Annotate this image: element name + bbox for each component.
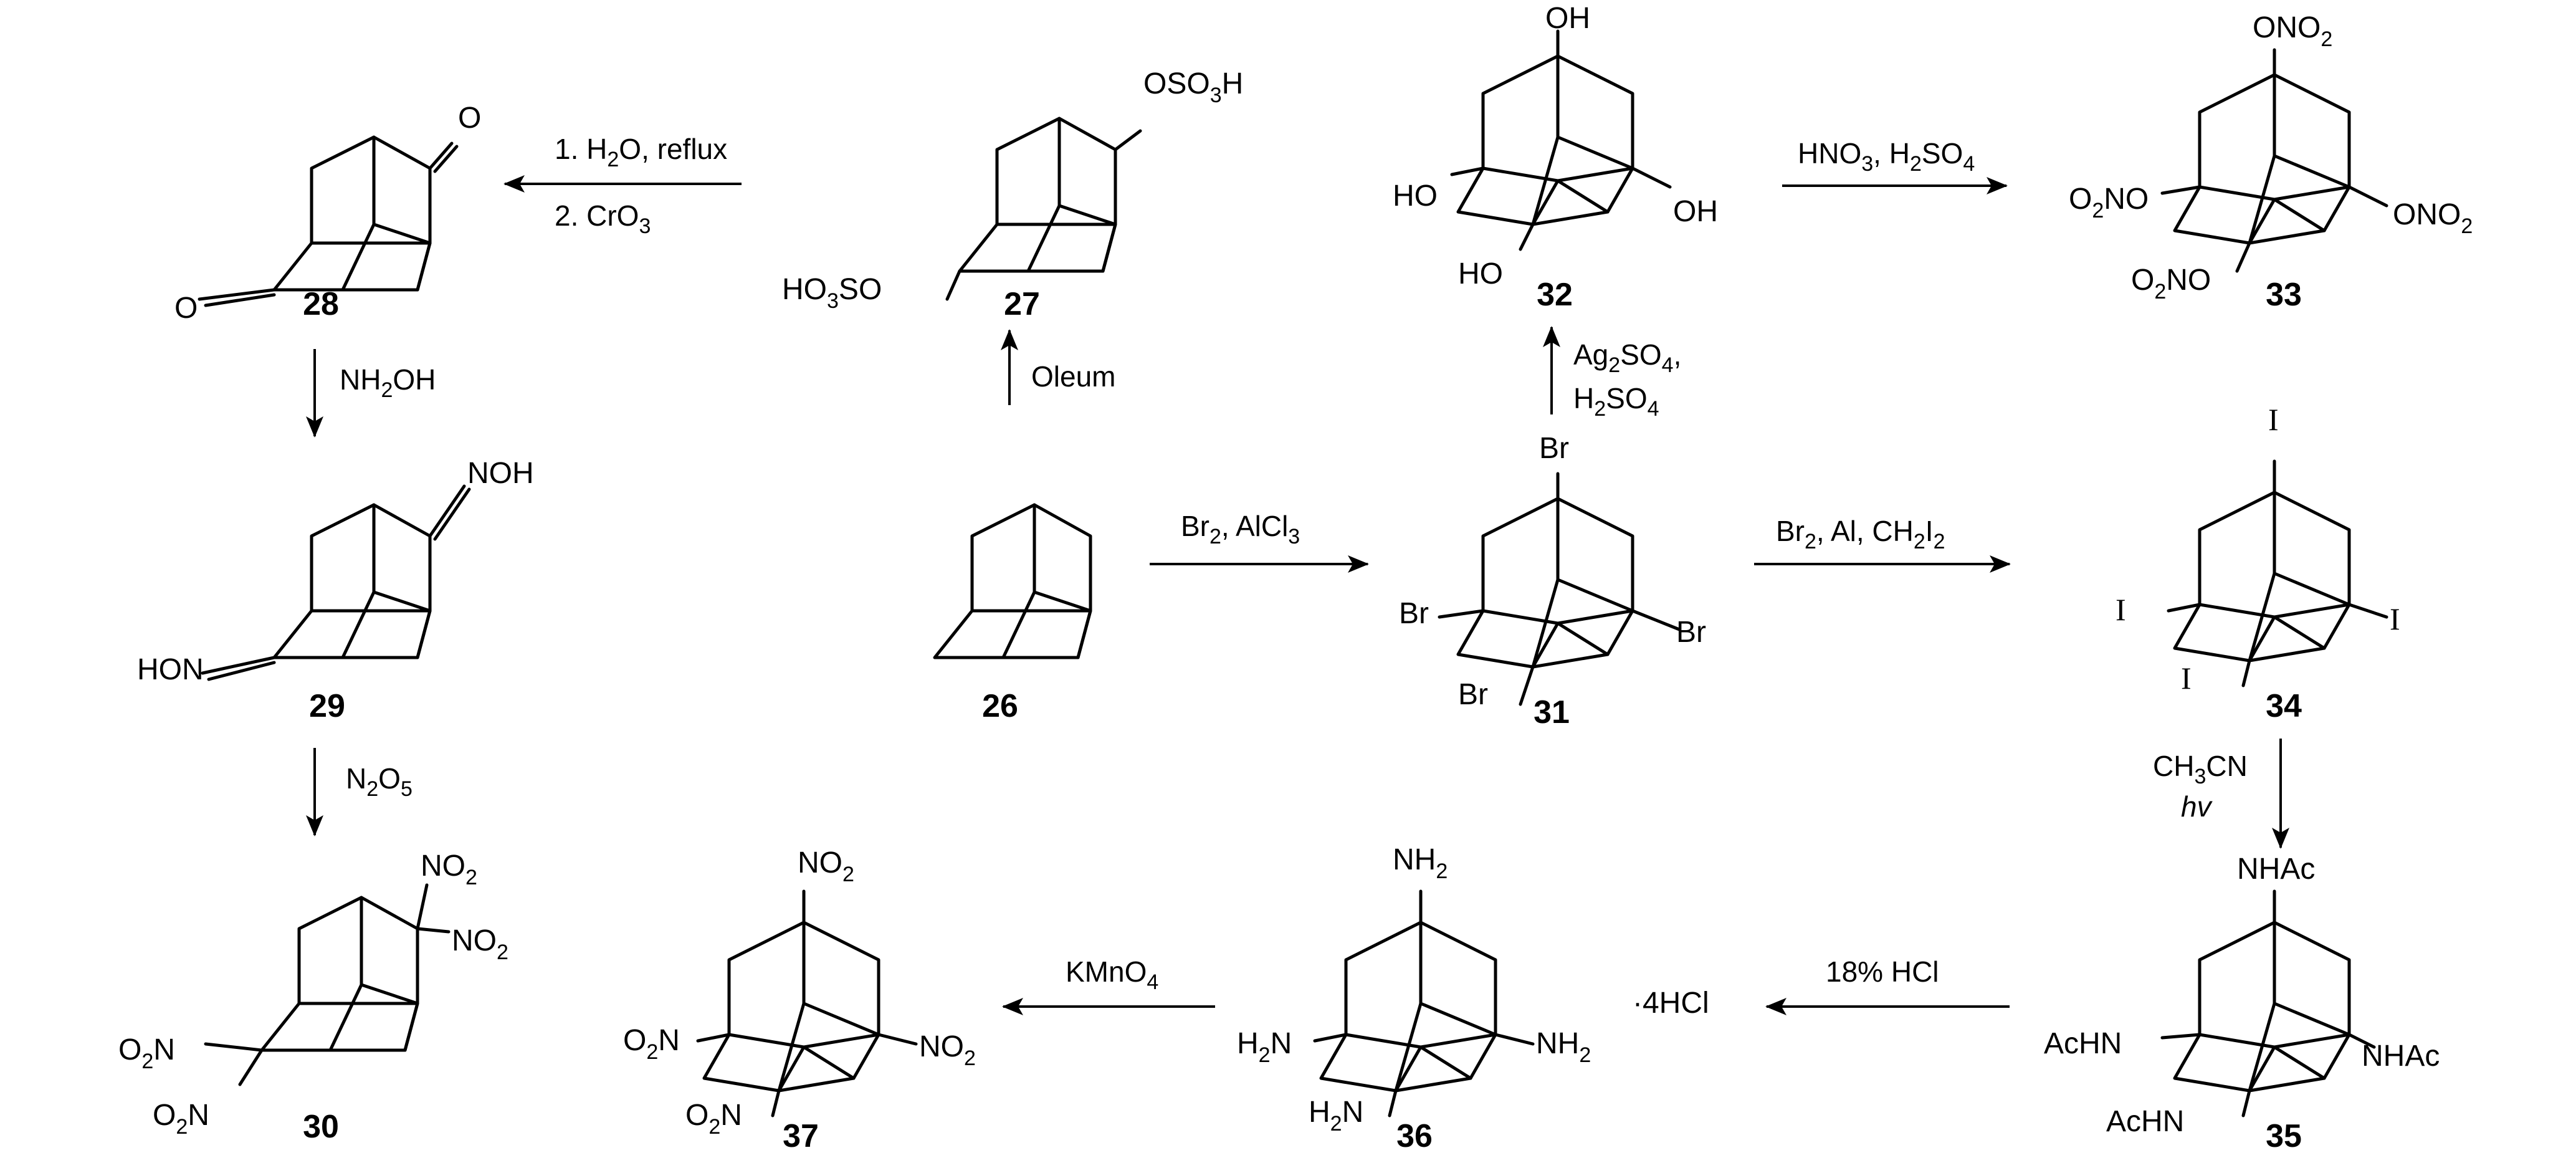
substituent-no2-a: NO2 [421, 850, 477, 889]
compound-label-35: 35 [2266, 1118, 2302, 1154]
compound-35 [2160, 889, 2376, 1118]
salt-label: ·4HCl [1633, 987, 1709, 1020]
substituent-o-top: O [458, 102, 481, 135]
substituent-ono2-right: ONO2 [2393, 198, 2473, 238]
substituent-o2no-bottom: O2NO [2131, 264, 2211, 304]
reagent-18-hcl: 18% HCl [1826, 955, 1939, 988]
compound-label-30: 30 [303, 1109, 339, 1145]
substituent-h2n-left: H2N [1237, 1027, 1292, 1067]
reagent-n2o5: N2O5 [346, 762, 413, 801]
substituent-noh: NOH [467, 457, 534, 490]
compound-36 [1313, 889, 1535, 1118]
compound-30 [204, 883, 451, 1086]
compound-29 [201, 484, 471, 681]
substituent-br-top: Br [1539, 432, 1569, 465]
compound-32 [1450, 29, 1672, 251]
reagent-hv: hv [2181, 790, 2213, 823]
compound-label-34: 34 [2266, 688, 2302, 724]
compound-label-31: 31 [1534, 694, 1570, 730]
substituent-o2n-a: O2N [118, 1033, 175, 1073]
compound-33 [2160, 48, 2388, 273]
substituent-hon: HON [137, 653, 204, 686]
substituent-br-bottom: Br [1458, 678, 1488, 711]
substituent-no2-b: NO2 [452, 924, 508, 964]
compound-34 [2167, 459, 2388, 687]
substituent-i-left: I [2116, 592, 2126, 627]
substituent-oso3h: OSO3H [1143, 67, 1243, 107]
reagent-27-28-line2: 2. CrO3 [555, 199, 651, 238]
substituent-o-bottom: O [174, 292, 198, 325]
substituent-no2-top: NO2 [798, 846, 854, 886]
substituent-nhac-top: NHAc [2237, 853, 2315, 886]
reagent-oleum: Oleum [1031, 360, 1115, 393]
reagent-27-28-line1: 1. H2O, reflux [555, 133, 727, 171]
compound-label-29: 29 [309, 688, 345, 724]
compound-27 [945, 118, 1142, 301]
compound-label-28: 28 [303, 286, 339, 322]
reagent-ag2so4: Ag2SO4, [1573, 338, 1681, 377]
substituent-i-bottom: I [2181, 661, 2192, 696]
reagent-hno3-h2so4: HNO3, H2SO4 [1798, 137, 1975, 176]
compound-label-27: 27 [1004, 286, 1040, 322]
compound-31 [1438, 472, 1681, 706]
substituent-nhac-right: NHAc [2362, 1040, 2440, 1073]
reagent-kmno4: KMnO4 [1066, 955, 1158, 994]
compound-label-37: 37 [783, 1118, 819, 1154]
substituent-o2no-left: O2NO [2069, 183, 2149, 223]
compound-37 [696, 889, 918, 1118]
substituent-ho-left: HO [1393, 179, 1438, 213]
substituent-i-top: I [2268, 402, 2279, 437]
compound-label-26: 26 [982, 688, 1018, 724]
substituent-nh2-right: NH2 [1536, 1027, 1591, 1067]
reagent-br2-alcl3: Br2, AlCl3 [1181, 510, 1300, 548]
compound-label-33: 33 [2266, 277, 2302, 313]
substituent-ho-bottom: HO [1458, 257, 1503, 290]
substituent-ho3so: HO3SO [782, 273, 882, 313]
compound-28 [198, 137, 459, 307]
substituent-br-left: Br [1399, 597, 1429, 630]
reagent-br2-al-ch2i2: Br2, Al, CH2I2 [1776, 515, 1945, 553]
substituent-ono2-top: ONO2 [2253, 11, 2332, 51]
substituent-i-right: I [2390, 601, 2400, 636]
substituent-oh-top: OH [1545, 2, 1590, 35]
substituent-nh2-top: NH2 [1393, 843, 1448, 883]
substituent-achn-bottom: AcHN [2106, 1105, 2184, 1138]
substituent-o2n-left: O2N [623, 1024, 680, 1064]
reagent-h2so4-a: H2SO4 [1573, 382, 1659, 421]
compound-label-36: 36 [1396, 1118, 1433, 1154]
compound-label-32: 32 [1537, 277, 1573, 313]
compound-26 [935, 505, 1090, 658]
substituent-o2n-b: O2N [153, 1099, 209, 1139]
substituent-no2-right: NO2 [919, 1030, 976, 1070]
reagent-ch3cn: CH3CN [2153, 750, 2248, 788]
substituent-h2n-bottom: H2N [1309, 1096, 1363, 1136]
substituent-oh-right: OH [1673, 195, 1718, 228]
substituent-achn-left: AcHN [2044, 1027, 2122, 1060]
reagent-nh2oh: NH2OH [340, 363, 436, 402]
substituent-br-right: Br [1676, 616, 1706, 649]
substituent-o2n-bottom: O2N [685, 1099, 742, 1139]
